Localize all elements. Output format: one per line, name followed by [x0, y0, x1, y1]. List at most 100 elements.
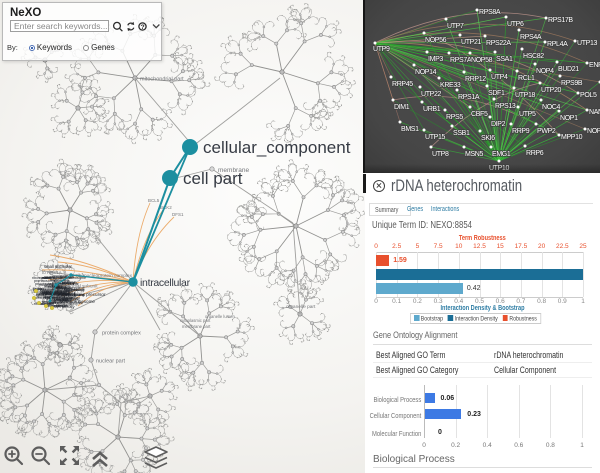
svg-text:protein complex: protein complex — [102, 331, 141, 337]
svg-text:RPL4A: RPL4A — [547, 41, 568, 48]
svg-text:snoRNA: snoRNA — [56, 286, 71, 290]
svg-text:subunit: subunit — [58, 292, 71, 296]
svg-text:UTP4: UTP4 — [491, 74, 508, 81]
svg-text:?: ? — [141, 24, 145, 31]
svg-text:IMP3: IMP3 — [428, 56, 443, 63]
svg-text:RPS7A: RPS7A — [450, 57, 472, 64]
svg-text:to RPS1A: to RPS1A — [42, 270, 62, 275]
svg-text:ribosome: ribosome — [32, 276, 48, 280]
svg-text:organelle part: organelle part — [286, 304, 316, 310]
svg-text:small: small — [63, 299, 72, 303]
svg-text:NOP4: NOP4 — [536, 68, 554, 75]
svg-text:BCL5: BCL5 — [148, 198, 160, 203]
svg-text:HSC82: HSC82 — [523, 53, 544, 60]
svg-text:SKI6: SKI6 — [481, 135, 495, 142]
svg-text:ribonucleo: ribonucleo — [48, 304, 66, 308]
svg-text:RPS17B: RPS17B — [548, 17, 573, 24]
svg-text:35S primary: 35S primary — [54, 305, 75, 309]
svg-text:assembly: assembly — [61, 281, 77, 285]
svg-text:90S preribosome: 90S preribosome — [44, 296, 73, 300]
svg-text:assembly: assembly — [41, 276, 57, 280]
svg-text:processing: processing — [66, 288, 84, 292]
svg-text:UTP8: UTP8 — [432, 151, 449, 158]
svg-text:CBF5: CBF5 — [471, 111, 488, 118]
svg-text:processome: processome — [58, 282, 79, 286]
svg-text:small subunit: small subunit — [40, 291, 63, 295]
svg-text:UTP7: UTP7 — [447, 23, 464, 30]
svg-text:rRNA binding: rRNA binding — [52, 281, 74, 285]
svg-text:ribosomal: ribosomal — [62, 297, 79, 301]
svg-text:processing: processing — [46, 304, 64, 308]
svg-text:NOP14: NOP14 — [415, 69, 437, 76]
svg-text:assembly: assembly — [49, 301, 65, 305]
svg-text:RPS5: RPS5 — [446, 114, 463, 121]
svg-text:rRNA: rRNA — [54, 298, 64, 302]
svg-text:ribonucleo: ribonucleo — [52, 284, 70, 288]
svg-text:processome: processome — [33, 287, 54, 291]
svg-text:preribosome: preribosome — [33, 288, 54, 292]
svg-text:rRNA binding: rRNA binding — [45, 291, 67, 295]
svg-text:subunit: subunit — [48, 282, 61, 286]
svg-text:processing: processing — [51, 293, 69, 297]
svg-text:RPS9B: RPS9B — [561, 80, 583, 87]
svg-text:RPS8A: RPS8A — [479, 9, 501, 16]
svg-text:90S preribosome: 90S preribosome — [60, 299, 95, 304]
svg-text:small subunit: small subunit — [53, 292, 76, 296]
svg-text:UTP13: UTP13 — [577, 40, 597, 47]
svg-text:RRP6: RRP6 — [526, 150, 544, 157]
svg-text:complex: complex — [66, 296, 80, 300]
svg-text:ribosome: ribosome — [36, 293, 52, 297]
svg-text:UTP21: UTP21 — [461, 39, 481, 46]
svg-text:processing: processing — [58, 298, 76, 302]
svg-text:EMG1: EMG1 — [492, 151, 511, 158]
svg-text:small subunit: small subunit — [49, 299, 72, 303]
svg-text:rRNA: rRNA — [39, 292, 49, 296]
svg-text:BMS1: BMS1 — [401, 126, 419, 133]
svg-text:MPP10: MPP10 — [561, 134, 583, 141]
svg-text:processome: processome — [64, 293, 85, 297]
svg-text:UTP9: UTP9 — [373, 46, 390, 53]
svg-text:processing: processing — [44, 275, 62, 279]
svg-text:BUD21: BUD21 — [558, 66, 579, 73]
svg-text:nucleolus: nucleolus — [56, 297, 72, 301]
svg-text:UTP15: UTP15 — [425, 134, 445, 141]
svg-text:SDF1: SDF1 — [488, 90, 505, 97]
svg-text:POL5: POL5 — [580, 92, 597, 99]
svg-text:nucleolus: nucleolus — [53, 289, 69, 293]
svg-text:processome: processome — [47, 296, 68, 300]
svg-text:processing: processing — [44, 284, 62, 288]
svg-text:NOP1: NOP1 — [560, 115, 578, 122]
svg-text:RPS4A: RPS4A — [520, 34, 542, 41]
svg-text:UTP10: UTP10 — [489, 165, 509, 172]
svg-text:cytoplasmic part: cytoplasmic part — [180, 318, 211, 323]
svg-text:RPS13: RPS13 — [495, 103, 516, 110]
svg-text:35S primary: 35S primary — [54, 281, 75, 285]
svg-text:organelle lumen: organelle lumen — [205, 314, 235, 319]
svg-text:preribosome: preribosome — [42, 300, 63, 304]
svg-text:RNA processing: RNA processing — [43, 292, 70, 296]
svg-text:subunit: subunit — [40, 289, 53, 293]
svg-text:ribonucleo: ribonucleo — [34, 290, 52, 294]
svg-text:subunit: subunit — [43, 276, 56, 280]
svg-text:complex: complex — [40, 302, 54, 306]
svg-text:small subunit: small subunit — [43, 276, 66, 280]
svg-text:ribosomal: ribosomal — [34, 302, 51, 306]
svg-text:NAN1: NAN1 — [589, 109, 600, 116]
svg-text:mitochondrial part: mitochondrial part — [140, 77, 184, 83]
svg-text:membrane part: membrane part — [182, 324, 211, 329]
svg-text:nucleolar: nucleolar — [50, 278, 66, 282]
svg-text:nucleolus: nucleolus — [58, 282, 74, 286]
svg-text:nuclear part: nuclear part — [96, 359, 126, 365]
svg-text:small: small — [35, 287, 44, 291]
svg-text:SSA1: SSA1 — [496, 56, 513, 63]
svg-text:small: small — [42, 276, 51, 280]
svg-text:snoRNA: snoRNA — [58, 276, 73, 280]
svg-text:nucleolar: nucleolar — [39, 283, 55, 287]
svg-text:DIP2: DIP2 — [491, 121, 506, 128]
svg-text:NOP56: NOP56 — [425, 37, 447, 44]
svg-text:rRNA binding: rRNA binding — [46, 298, 68, 302]
svg-text:ENP1: ENP1 — [589, 62, 600, 69]
svg-text:nucleolar: nucleolar — [53, 274, 69, 278]
svg-text:35S primary: 35S primary — [55, 290, 76, 294]
svg-text:ribosome: ribosome — [45, 285, 61, 289]
